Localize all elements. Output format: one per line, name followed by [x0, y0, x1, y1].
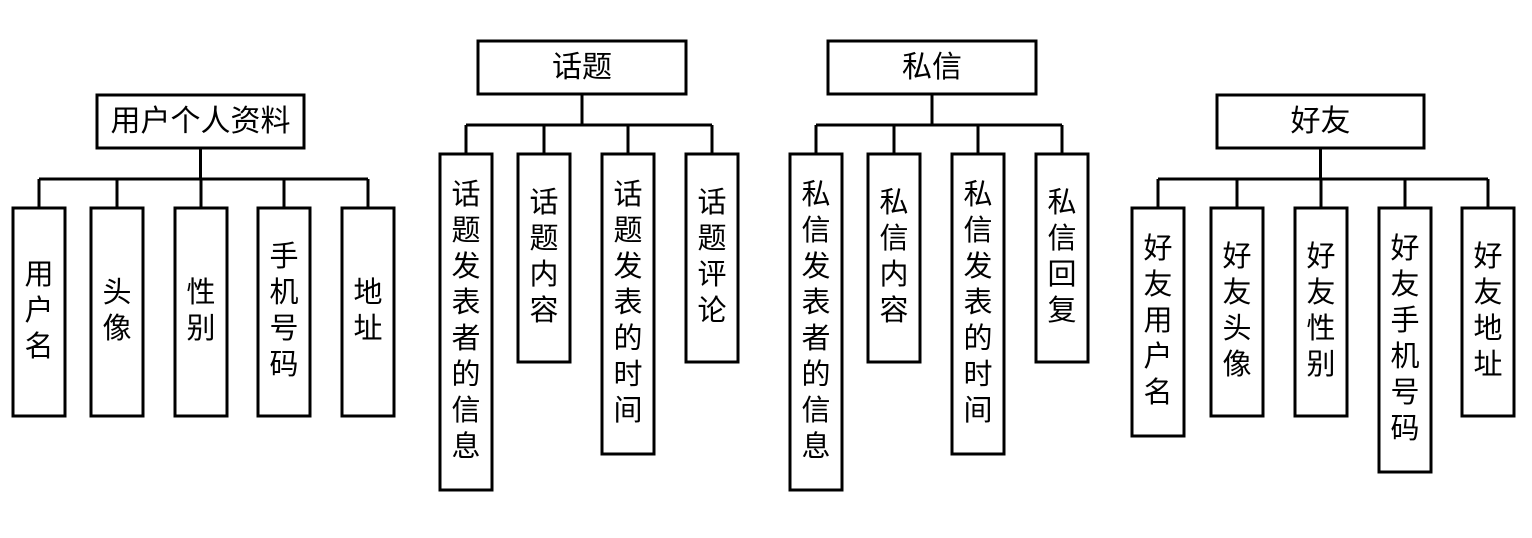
root-box [95, 93, 306, 150]
child-node: 好友头像 [1209, 206, 1265, 418]
child-label: 头像 [102, 275, 131, 345]
child-node: 好友手机号码 [1377, 206, 1433, 474]
root-label: 用户个人资料 [111, 104, 291, 139]
child-box [788, 152, 844, 492]
child-node: 头像 [89, 206, 145, 418]
child-label: 好友性别 [1306, 239, 1335, 381]
child-label: 私信回复 [1047, 185, 1076, 327]
root-node: 用户个人资料 [95, 93, 306, 150]
child-box [89, 206, 145, 418]
child-node: 话题发表者的信息 [438, 152, 494, 492]
child-box [950, 152, 1006, 456]
child-node: 地址 [340, 206, 396, 418]
child-box [866, 152, 922, 364]
child-node: 私信回复 [1034, 152, 1090, 364]
child-node: 好友用户名 [1130, 206, 1186, 438]
child-box [1377, 206, 1433, 474]
root-box [1215, 93, 1426, 150]
child-label: 好友地址 [1473, 239, 1502, 381]
child-label: 性别 [186, 275, 215, 345]
child-node: 好友性别 [1293, 206, 1349, 418]
child-label: 私信内容 [879, 185, 908, 327]
child-label: 私信发表的时间 [963, 177, 992, 427]
root-label: 话题 [552, 50, 612, 85]
child-node: 私信发表的时间 [950, 152, 1006, 456]
child-label: 地址 [353, 275, 382, 345]
child-box [1293, 206, 1349, 418]
child-box [516, 152, 572, 364]
child-box [1130, 206, 1186, 438]
child-label: 好友手机号码 [1390, 231, 1419, 445]
child-node: 性别 [173, 206, 229, 418]
root-node: 话题 [476, 39, 688, 96]
child-node: 话题评论 [684, 152, 740, 364]
child-node: 私信内容 [866, 152, 922, 364]
child-label: 话题发表者的信息 [451, 177, 480, 463]
child-box [1209, 206, 1265, 418]
child-box [1460, 206, 1516, 418]
root-node: 好友 [1215, 93, 1426, 150]
child-node: 话题发表的时间 [600, 152, 656, 456]
child-label: 手机号码 [269, 239, 298, 381]
child-node: 话题内容 [516, 152, 572, 364]
child-box [684, 152, 740, 364]
root-node: 私信 [826, 39, 1038, 96]
child-node: 好友地址 [1460, 206, 1516, 418]
child-label: 话题评论 [697, 185, 726, 327]
child-label: 话题内容 [529, 185, 558, 327]
child-label: 好友用户名 [1143, 231, 1172, 409]
root-label: 私信 [902, 50, 962, 85]
child-box [1034, 152, 1090, 364]
child-node: 手机号码 [256, 206, 312, 418]
child-box [173, 206, 229, 418]
child-label: 话题发表的时间 [613, 177, 642, 427]
child-label: 好友头像 [1222, 239, 1251, 381]
child-box [600, 152, 656, 456]
root-box [826, 39, 1038, 96]
child-box [340, 206, 396, 418]
root-label: 好友 [1291, 104, 1351, 139]
child-label: 用户名 [24, 257, 53, 363]
child-node: 用户名 [11, 206, 67, 418]
child-box [438, 152, 494, 492]
child-label: 私信发表者的信息 [801, 177, 830, 463]
child-node: 私信发表者的信息 [788, 152, 844, 492]
root-box [476, 39, 688, 96]
child-box [11, 206, 67, 418]
child-box [256, 206, 312, 418]
